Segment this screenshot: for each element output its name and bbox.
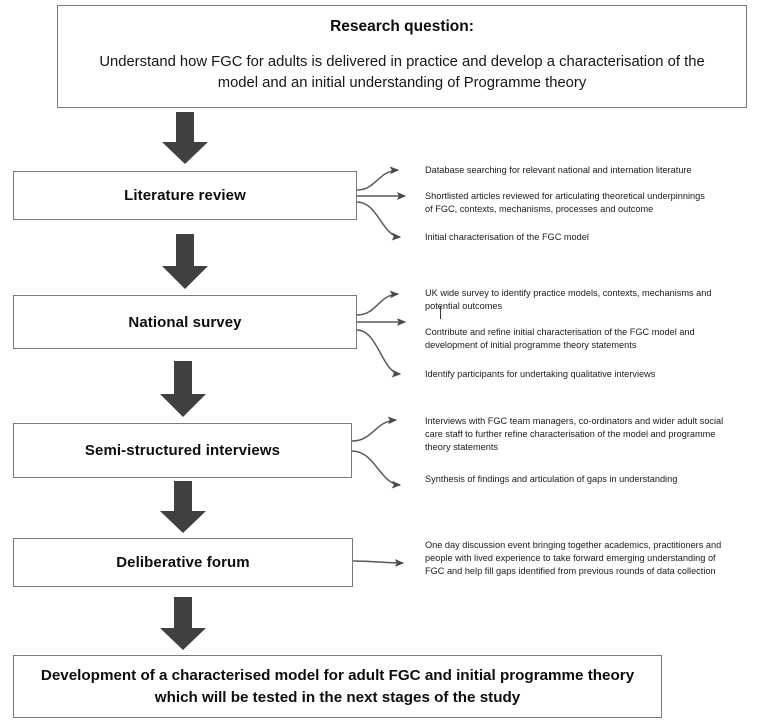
annotation-literature-3: Initial characterisation of the FGC mode…	[425, 232, 589, 242]
research-question-box: Research question: Understand how FGC fo…	[57, 5, 747, 108]
stage-label: Semi-structured interviews	[84, 442, 281, 459]
stage-box-literature-review: Literature review	[13, 171, 357, 220]
connector-lit-1	[356, 166, 400, 191]
connector-interviews-2	[351, 450, 402, 489]
down-arrow-icon-4	[160, 481, 206, 533]
connector-interviews-1	[351, 416, 398, 442]
annotation-interviews-2: Synthesis of findings and articulation o…	[425, 474, 678, 484]
down-arrow-icon-1	[162, 112, 208, 164]
research-question-body: Understand how FGC for adults is deliver…	[99, 53, 705, 92]
text-cursor	[440, 306, 441, 319]
connector-lit-3	[356, 201, 402, 241]
stage-label: National survey	[128, 313, 242, 331]
annotation-survey-3: Identify participants for undertaking qu…	[425, 369, 656, 379]
connector-forum-1	[352, 559, 405, 567]
research-question-heading: Research question:	[330, 18, 474, 36]
annotation-forum-1: One day discussion event bringing togeth…	[425, 540, 722, 577]
down-arrow-icon-5	[160, 597, 206, 650]
down-arrow-icon-3	[160, 361, 206, 417]
stage-box-semi-structured-interviews: Semi-structured interviews	[13, 423, 352, 478]
stage-box-national-survey: National survey	[13, 295, 357, 349]
stage-box-deliberative-forum: Deliberative forum	[13, 538, 353, 587]
connector-survey-3	[356, 329, 402, 378]
outcome-text: Development of a characterised model for…	[41, 665, 634, 708]
outcome-line-2: which will be tested in the next stages …	[154, 688, 521, 706]
stage-label: Deliberative forum	[116, 554, 250, 571]
connector-survey-1	[356, 290, 400, 316]
annotation-literature-1: Database searching for relevant national…	[425, 165, 692, 175]
annotation-interviews-1: Interviews with FGC team managers, co-or…	[425, 416, 724, 453]
down-arrow-icon-2	[162, 234, 208, 289]
stage-label: Literature review	[124, 187, 246, 204]
annotation-survey-2: Contribute and refine initial characteri…	[425, 327, 695, 351]
outcome-line-1: Development of a characterised model for…	[40, 666, 635, 684]
outcome-box: Development of a characterised model for…	[13, 655, 662, 718]
annotation-survey-1: UK wide survey to identify practice mode…	[425, 288, 712, 312]
annotation-literature-2: Shortlisted articles reviewed for articu…	[425, 191, 705, 215]
